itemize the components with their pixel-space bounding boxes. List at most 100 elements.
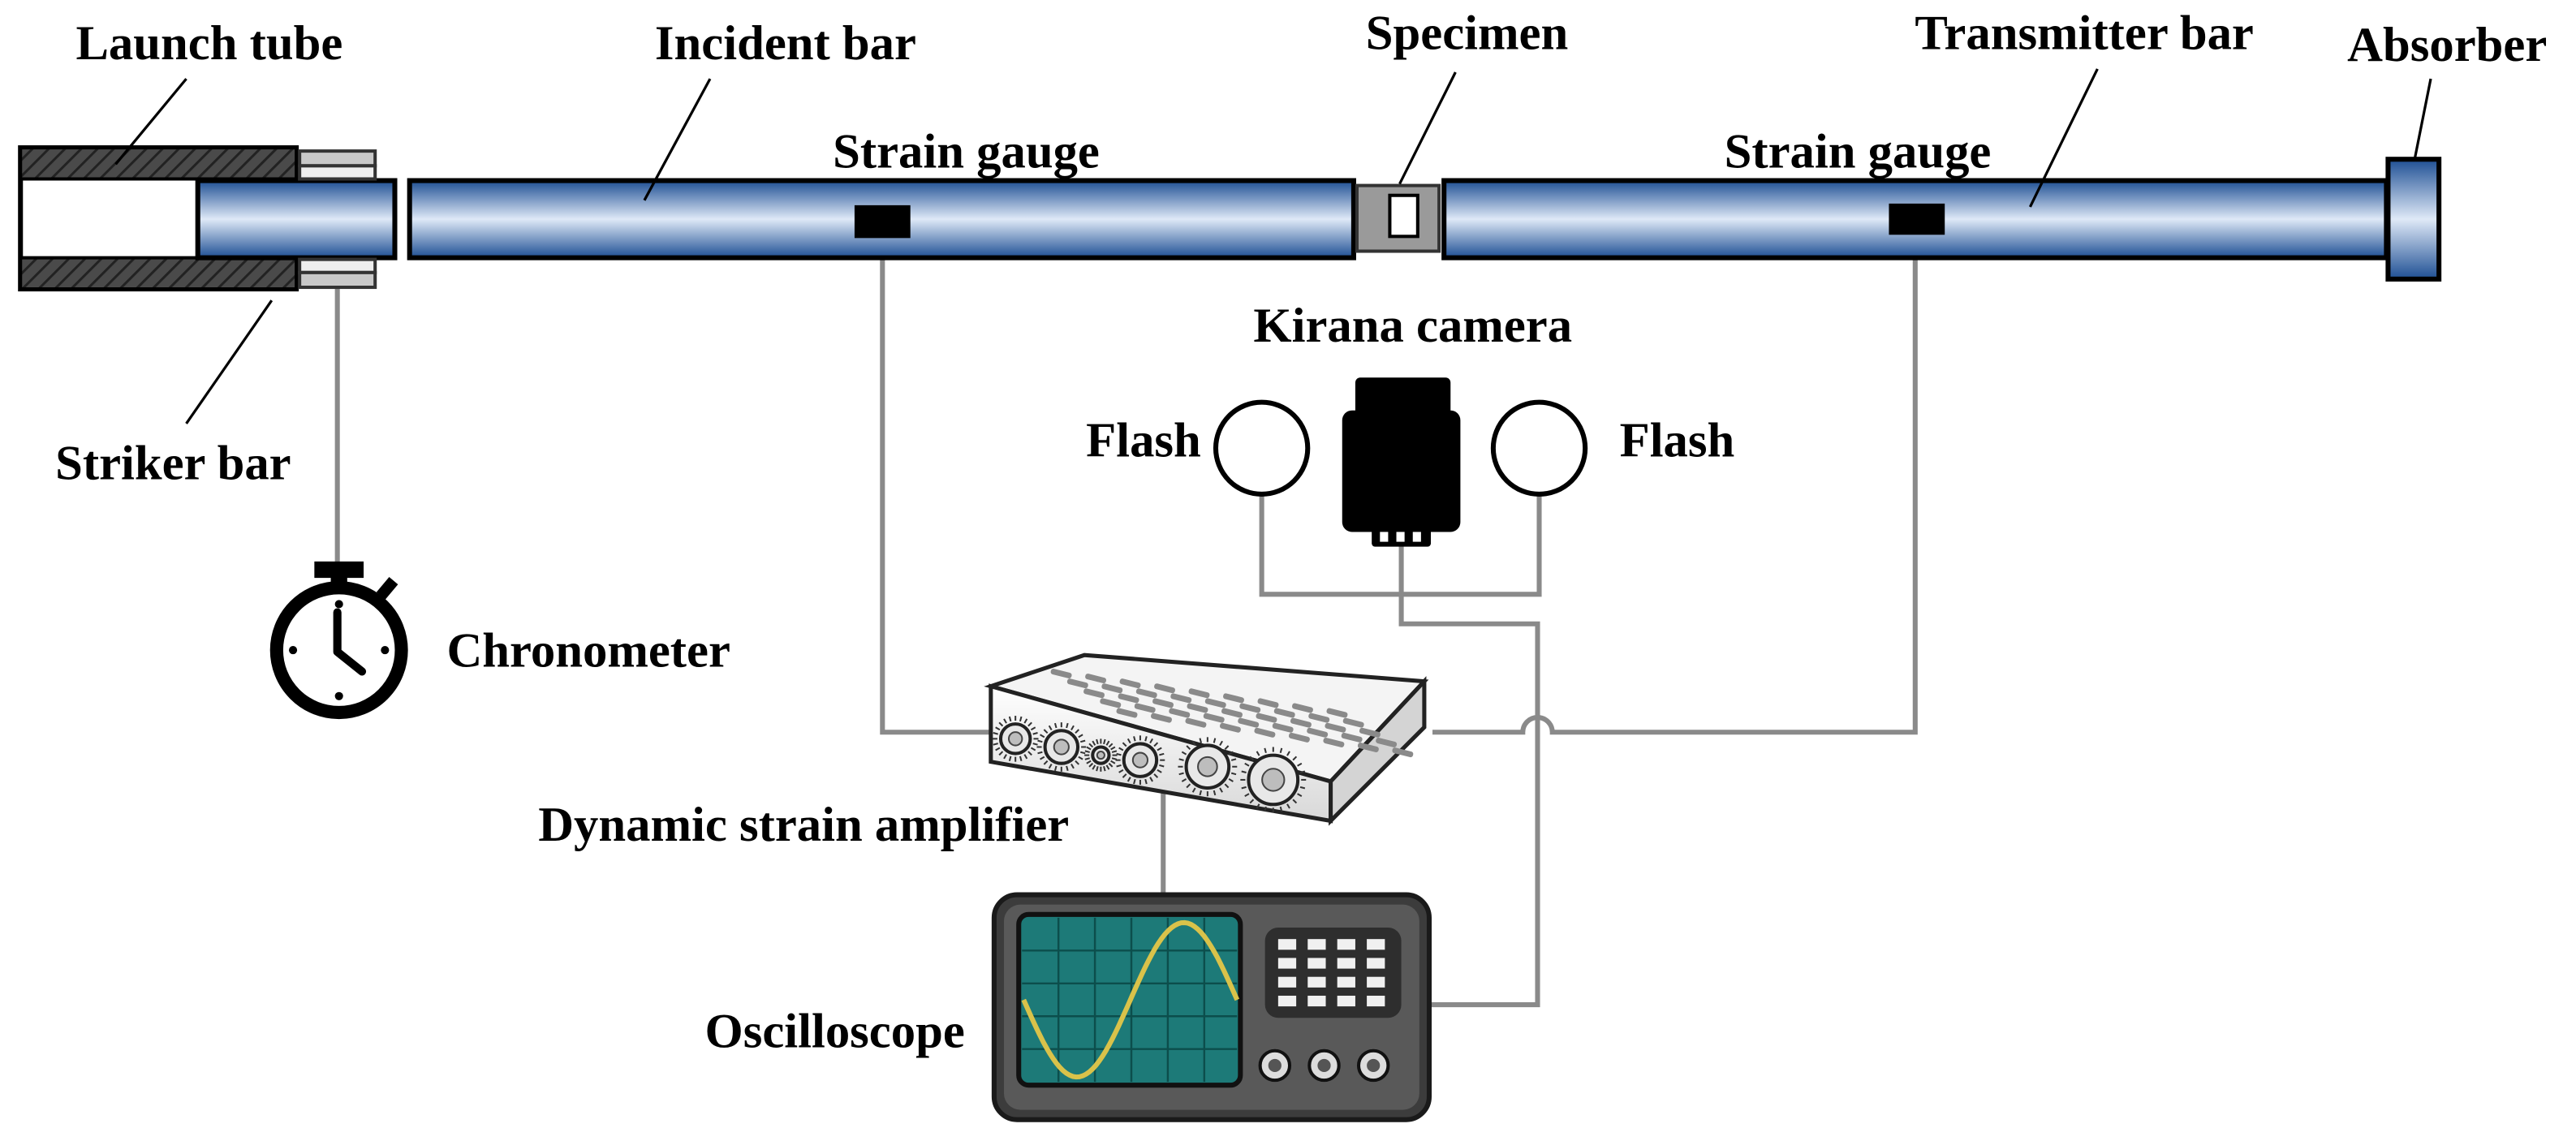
knob-tick [1149, 777, 1153, 782]
label-incident-bar: Incident bar [655, 16, 916, 71]
vent-slot [1204, 698, 1226, 708]
keypad-key [1337, 958, 1355, 969]
absorber [2385, 157, 2442, 282]
port-center [1317, 1058, 1331, 1073]
knob-tick [1108, 743, 1114, 748]
vent-slot [1256, 713, 1277, 723]
knob-tick [1149, 738, 1153, 744]
vent-slot [1239, 703, 1261, 713]
oscilloscope-grid [1022, 917, 1238, 1083]
knob-tick [1008, 716, 1012, 722]
knob-tick [1279, 747, 1283, 753]
knob-tick [1053, 722, 1058, 729]
vent-slot [1188, 688, 1210, 699]
knob-tick [1103, 766, 1106, 772]
strain-gauge-incident [854, 205, 911, 239]
keypad-key [1307, 976, 1326, 988]
knob-tick [1256, 751, 1260, 756]
vent-slot [1290, 717, 1312, 728]
knob-tick [1299, 786, 1306, 790]
knob-tick [1084, 757, 1090, 760]
knob-icon [1178, 737, 1238, 797]
label-flash-right: Flash [1620, 413, 1735, 467]
label-amplifier: Dynamic strain amplifier [538, 798, 1069, 852]
knob-tick [1186, 783, 1191, 789]
knob-tick [1133, 778, 1136, 785]
knob-tick [1048, 763, 1053, 769]
knob-icon [992, 716, 1039, 762]
label-striker-bar: Striker bar [55, 437, 291, 491]
vent-slot [1050, 669, 1072, 678]
knob-icon [1084, 738, 1118, 772]
vent-slot [1392, 747, 1414, 758]
knob-tick [1023, 718, 1028, 724]
vent-slot [1151, 713, 1172, 723]
knob-tick [1008, 756, 1012, 761]
vent-slot [1272, 722, 1294, 733]
vent-slot [1134, 703, 1156, 713]
knob-tick [1053, 765, 1058, 772]
label-transmitter-bar: Transmitter bar [1915, 6, 2253, 61]
knob-tick [1241, 786, 1247, 790]
knob-tick [1032, 743, 1038, 746]
knob-tick [1228, 778, 1234, 782]
knob-tick [1003, 718, 1007, 724]
knob-icon [1036, 722, 1087, 772]
knob-tick [1122, 773, 1127, 778]
knob-tick [1111, 750, 1118, 753]
wire-camera-to-oscilloscope [1398, 541, 1540, 1008]
knob-tick [1116, 752, 1122, 756]
vent-slot [1221, 708, 1243, 718]
leader-lines [114, 68, 2432, 424]
vent-slot [1254, 727, 1276, 738]
vent-slot [1359, 727, 1381, 738]
knob-tick [1030, 726, 1036, 731]
vent-slot [1135, 688, 1157, 699]
vent-slot [1119, 678, 1141, 689]
vent-slot [1342, 717, 1364, 728]
knob-tick [1092, 740, 1096, 746]
vent-slot [1273, 708, 1295, 718]
knob-tick [1118, 769, 1124, 773]
knob-tick [995, 726, 1001, 731]
vent-slot [1085, 674, 1107, 684]
knob-tick [1075, 729, 1079, 734]
knob-tick [1043, 760, 1049, 765]
knob-tick [1249, 799, 1255, 804]
knob-tick [1078, 756, 1083, 760]
vent-slot [1292, 703, 1313, 713]
keypad-key [1277, 939, 1297, 950]
knob-tick [1027, 721, 1032, 727]
specimen [1355, 183, 1441, 253]
vent-slot [1376, 737, 1398, 747]
knob-tick [1199, 738, 1202, 743]
knob-tick [1027, 751, 1032, 756]
vent-slot [1101, 683, 1123, 694]
knob-tick [1122, 742, 1127, 747]
label-launch-tube: Launch tube [75, 16, 342, 71]
knob-tick [1228, 751, 1234, 756]
vent-slot [1203, 713, 1225, 723]
knob-tick [1264, 806, 1267, 812]
knob-tick [1086, 760, 1092, 764]
knob-tick [1092, 764, 1096, 770]
knob-tick [1066, 722, 1069, 729]
keypad-key [1367, 995, 1385, 1007]
vent-slot [1308, 713, 1330, 723]
knob-tick [1264, 747, 1267, 753]
vent-slot [1187, 703, 1208, 713]
knob-tick [1118, 747, 1124, 751]
knob-tick [1133, 736, 1136, 742]
oscilloscope-ports [1258, 1048, 1390, 1083]
vent-slot [1116, 708, 1138, 718]
knob-tick [1186, 745, 1191, 751]
label-specimen: Specimen [1366, 6, 1568, 61]
knob-tick [1244, 762, 1250, 767]
knob-center [1131, 751, 1149, 769]
knob-tick [1279, 806, 1283, 812]
knob-tick [1105, 740, 1110, 746]
knob-tick [1126, 738, 1131, 744]
label-kirana-camera: Kirana camera [1253, 299, 1572, 353]
keypad-key [1337, 995, 1355, 1007]
